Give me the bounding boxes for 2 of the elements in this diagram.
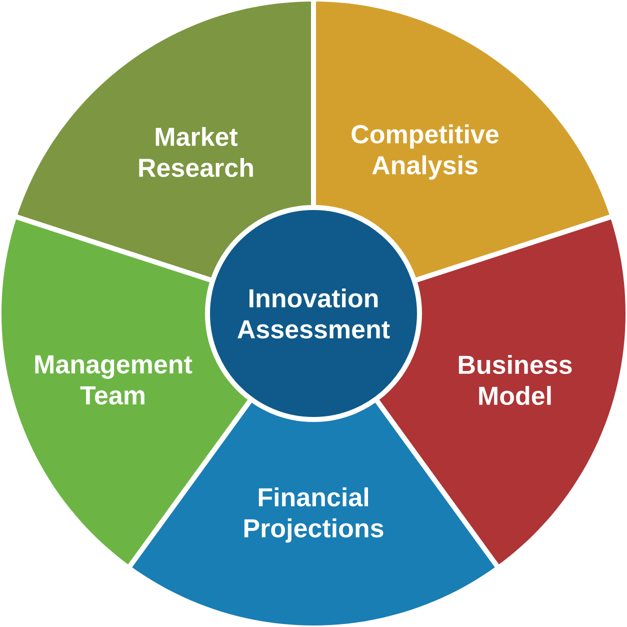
sector: Market Research: [13, 0, 316, 285]
sector: Competitive Analysis: [311, 0, 614, 285]
